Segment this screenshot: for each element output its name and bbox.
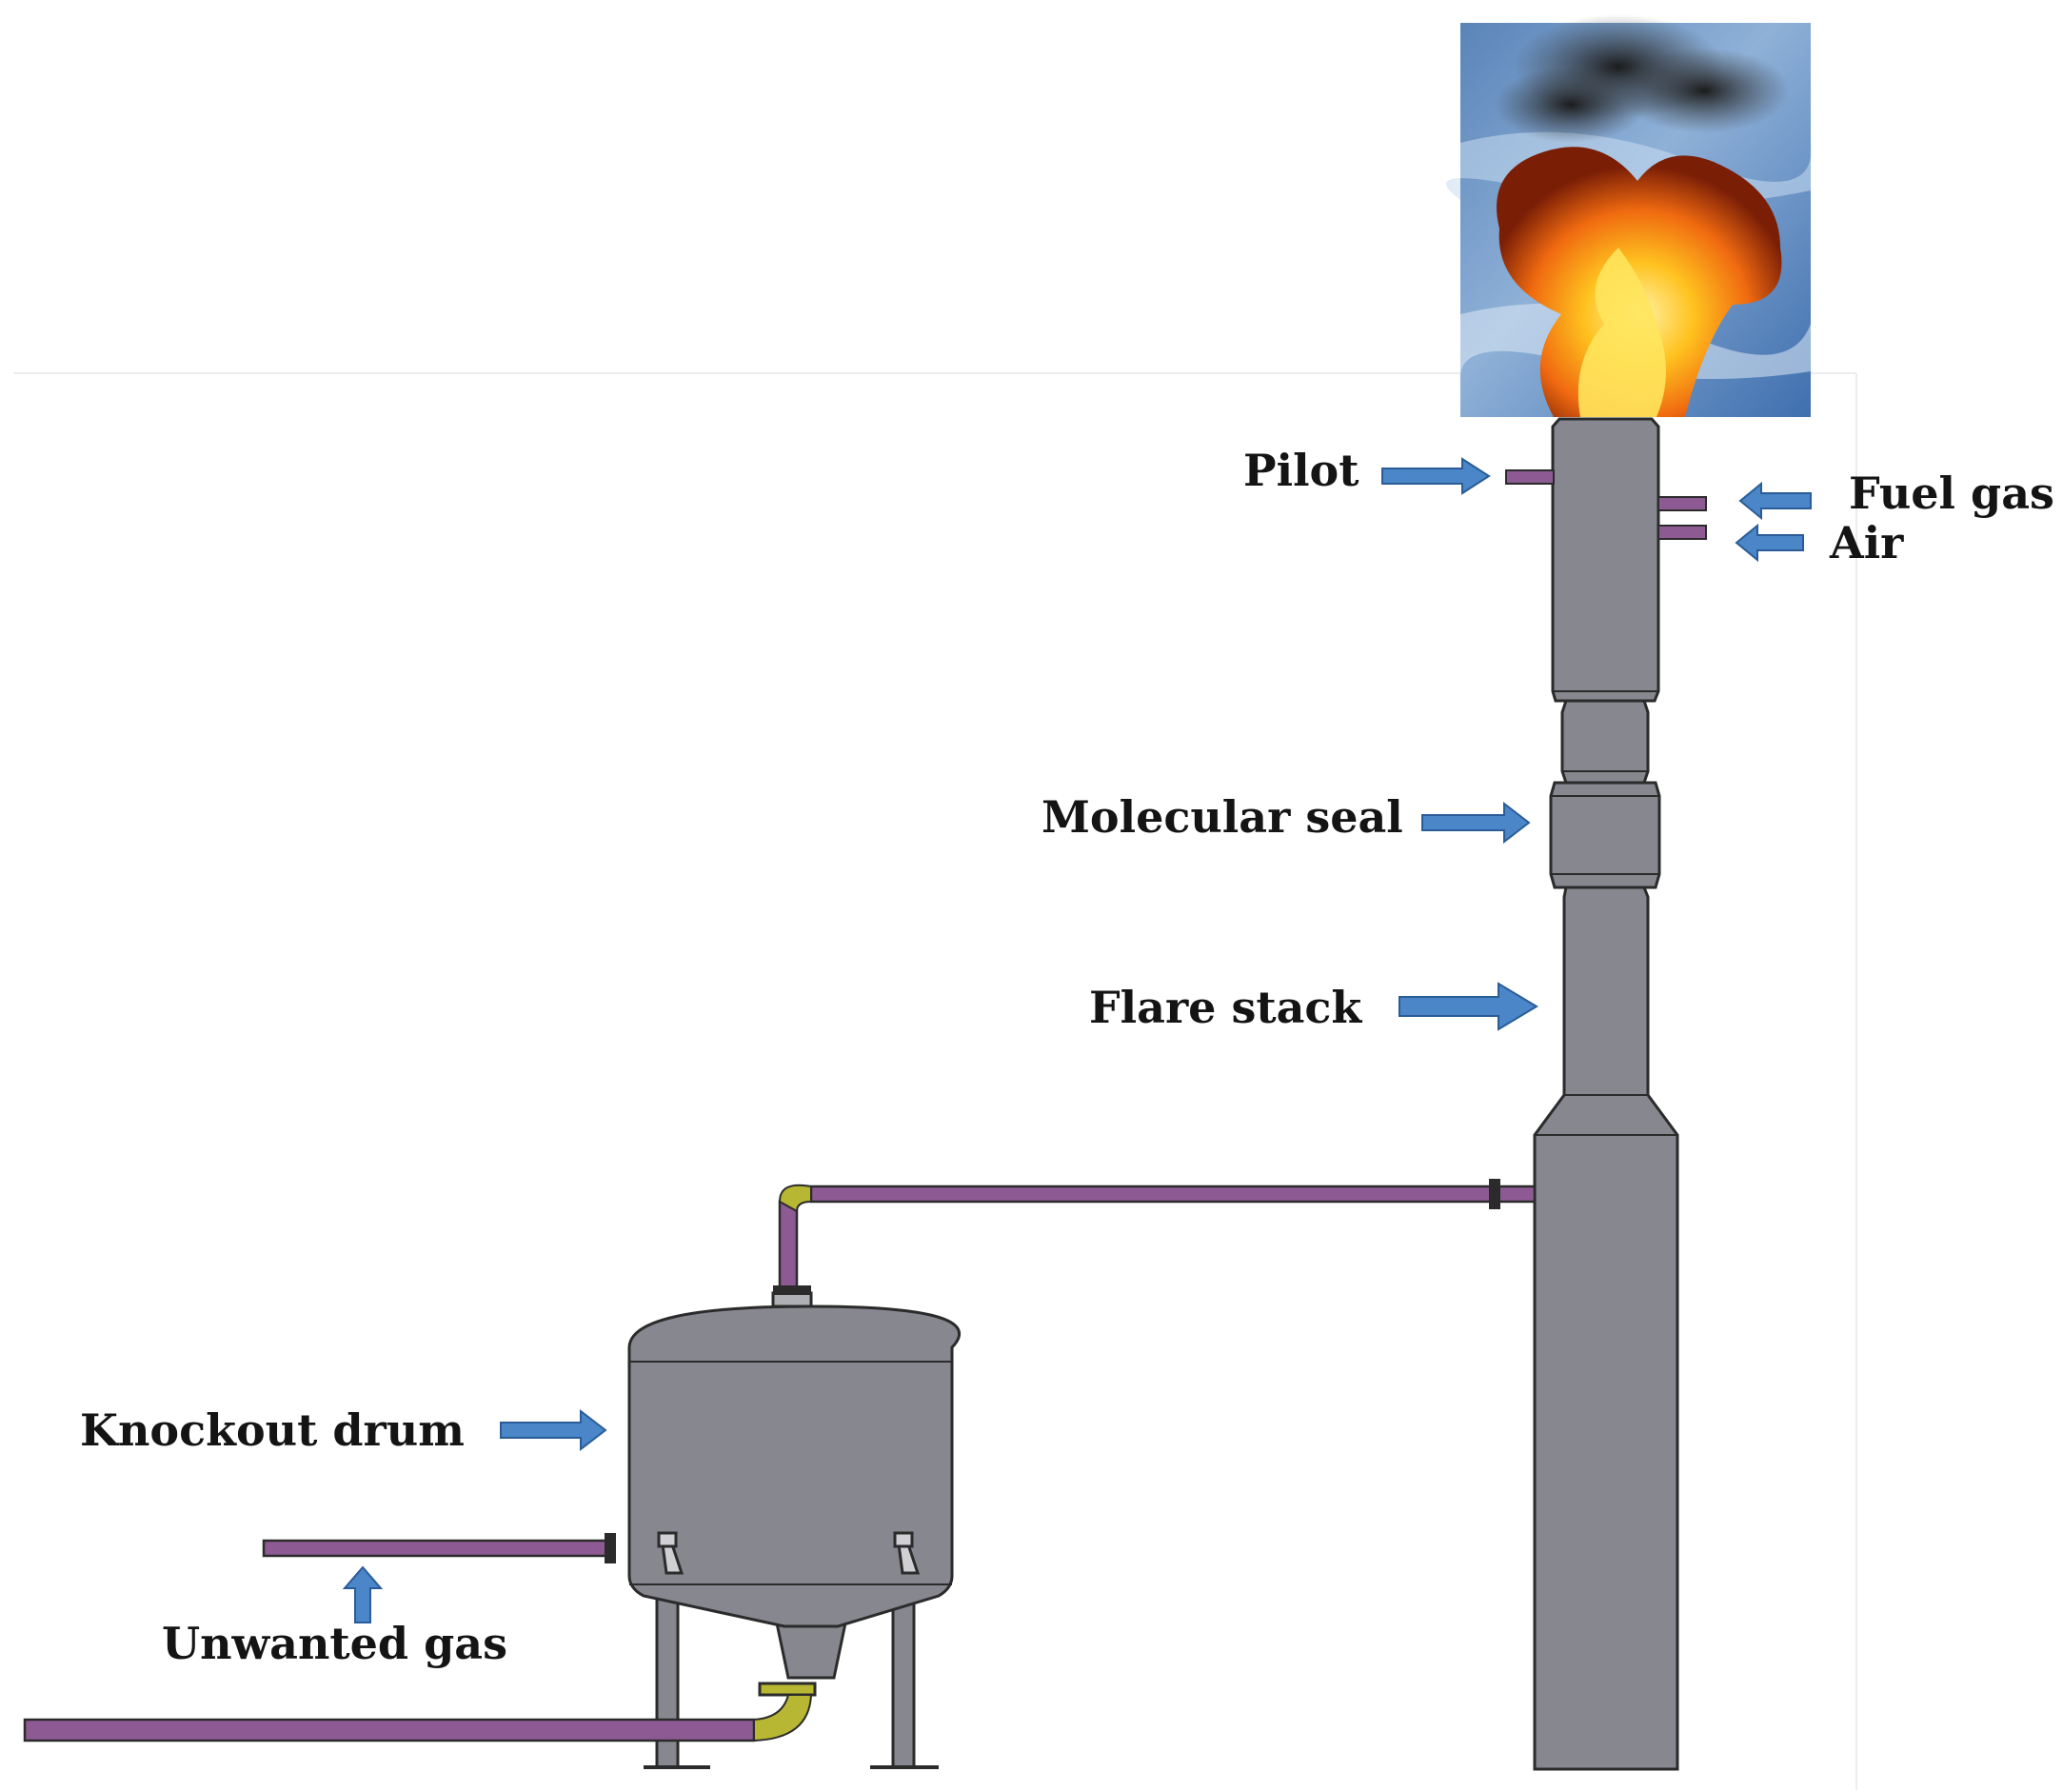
inlet-pipe (262, 1539, 614, 1558)
outlet-flange (773, 1285, 811, 1295)
drum-to-stack-pipe (809, 1185, 1537, 1204)
flame-image (1445, 14, 1812, 418)
pilot-nozzle (1505, 469, 1555, 485)
arrows (342, 457, 1812, 1623)
fuel-gas-nozzle (1657, 496, 1707, 511)
pilot-label: Pilot (1243, 445, 1359, 496)
unwanted-gas-arrow-icon (342, 1565, 384, 1623)
molecular-seal-arrow-icon (1421, 801, 1531, 845)
drain-pipe (23, 1718, 756, 1742)
knockout-drum-label: Knockout drum (80, 1404, 465, 1456)
knockout-drum (627, 1291, 962, 1769)
fuel-gas-label: Fuel gas (1849, 468, 2054, 519)
air-nozzle (1657, 525, 1707, 540)
stack-flange (1489, 1179, 1500, 1209)
flare-stack-arrow-icon (1398, 982, 1538, 1031)
molecular-seal-label: Molecular seal (1041, 791, 1403, 843)
inlet-flange (605, 1533, 616, 1563)
pipes (23, 1185, 1537, 1742)
flare-stack-label: Flare stack (1089, 982, 1362, 1033)
top-elbow (778, 1184, 812, 1213)
knockout-drum-arrow-icon (500, 1408, 607, 1452)
air-label: Air (1829, 517, 1904, 568)
flare-stack (1533, 417, 1679, 1771)
bottom-elbow (753, 1694, 813, 1742)
air-arrow-icon (1735, 523, 1804, 563)
drum-outlet-pipe (778, 1200, 799, 1295)
fuel-gas-arrow-icon (1738, 481, 1812, 521)
unwanted-gas-label: Unwanted gas (162, 1618, 507, 1669)
pilot-arrow-icon (1381, 457, 1491, 495)
